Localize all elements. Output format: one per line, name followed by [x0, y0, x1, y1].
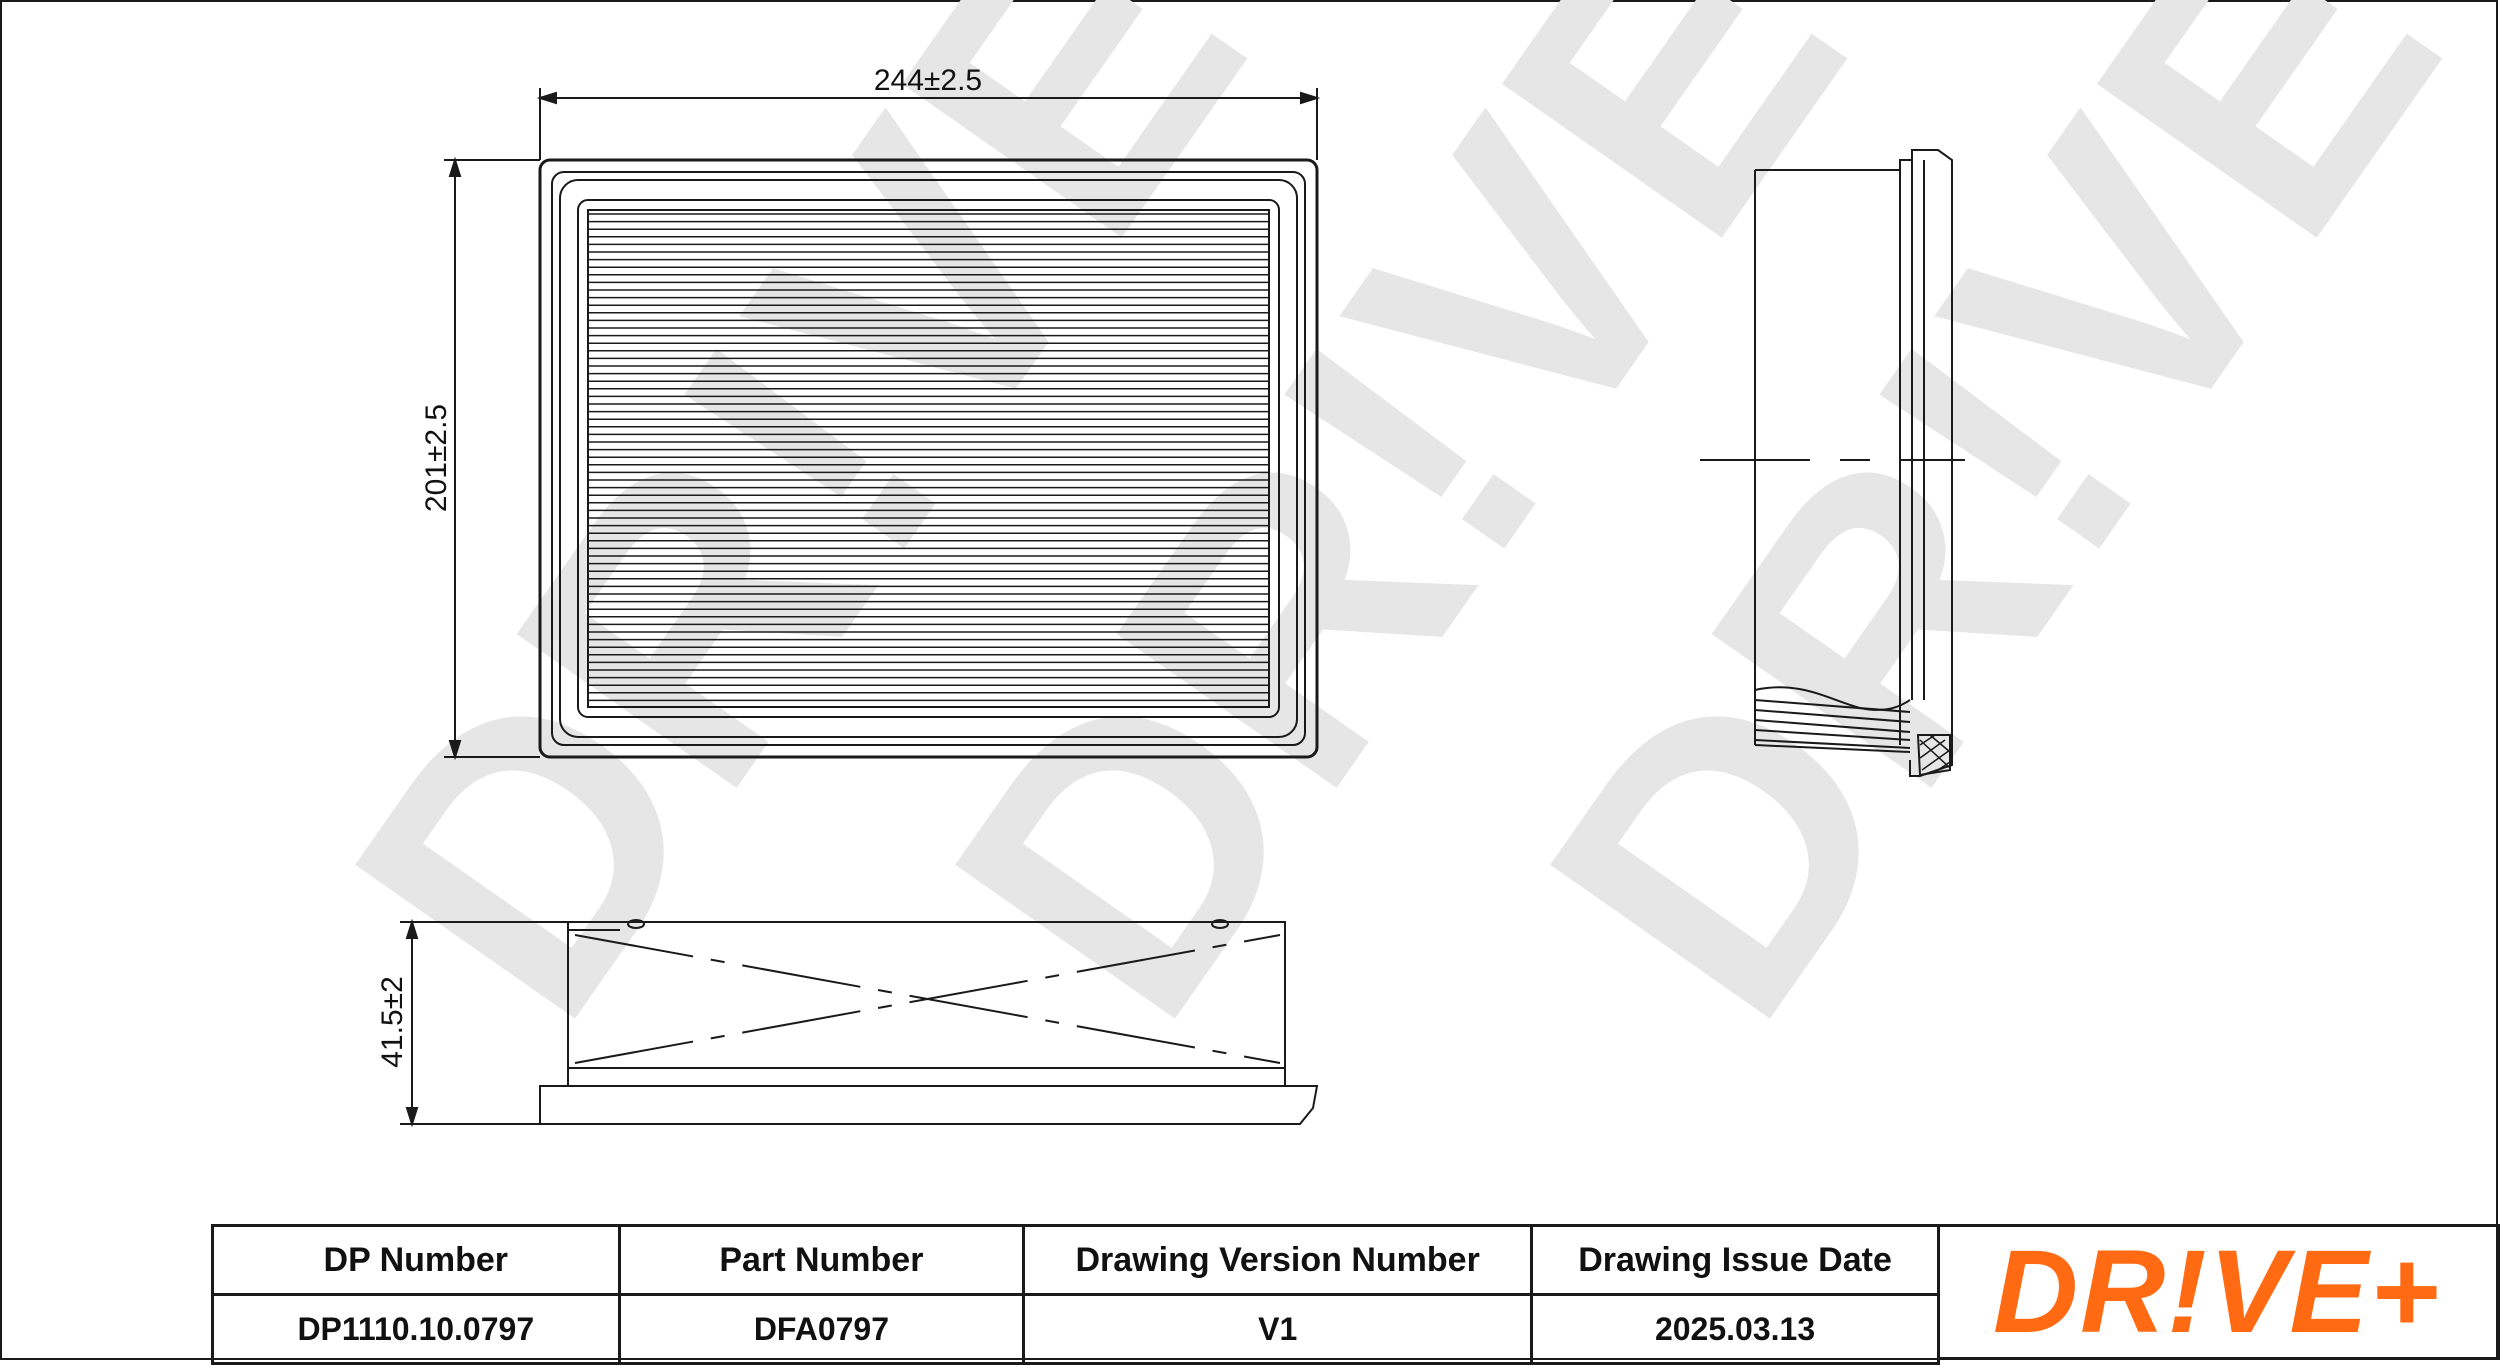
- front-view-seal: [559, 179, 1298, 738]
- header-part-number: Part Number: [617, 1224, 1026, 1296]
- depth-dimension: 41.5±2: [376, 918, 568, 1128]
- section-view: [1700, 149, 1965, 777]
- header-dp-number: DP Number: [211, 1224, 621, 1296]
- value-part-number: DFA0797: [617, 1293, 1026, 1365]
- header-drawing-version-number: Drawing Version Number: [1022, 1224, 1534, 1296]
- side-view-clip-left: [627, 919, 645, 929]
- depth-arrow-top: [405, 918, 419, 939]
- title-block-table: DP Number Part Number Drawing Version Nu…: [211, 1224, 1940, 1365]
- filter-pleats: [588, 213, 1269, 702]
- front-view-inner-frame: [577, 199, 1280, 718]
- title-block-header-row: DP Number Part Number Drawing Version Nu…: [211, 1224, 1940, 1296]
- header-drawing-issue-date: Drawing Issue Date: [1530, 1224, 1940, 1296]
- section-media-curve: [1754, 686, 1911, 711]
- section-flange-outline: [1899, 149, 1953, 777]
- section-pleat-layers: [1754, 699, 1911, 753]
- width-arrow-left: [536, 91, 557, 105]
- height-arrow-bottom: [448, 740, 462, 761]
- height-dimension: 201±2.5: [420, 156, 540, 761]
- filter-media: [587, 209, 1270, 708]
- title-block: DP Number Part Number Drawing Version Nu…: [211, 1224, 2500, 1365]
- height-dimension-label: 201±2.5: [420, 404, 453, 512]
- front-view-rim: [551, 171, 1306, 746]
- title-block-value-row: DP1110.10.0797 DFA0797 V1 2025.03.13: [211, 1293, 1940, 1365]
- value-drawing-issue-date: 2025.03.13: [1530, 1293, 1940, 1365]
- side-view-base-flange: [539, 1085, 1319, 1125]
- watermark-group: DR!VE+ DR!VE+ DR!VE+: [271, 0, 2500, 1088]
- value-dp-number: DP1110.10.0797: [211, 1293, 621, 1365]
- depth-dimension-label: 41.5±2: [376, 976, 409, 1068]
- side-view-clip-right: [1211, 919, 1229, 929]
- depth-arrow-bottom: [405, 1107, 419, 1128]
- section-seal-profile: [1916, 734, 1951, 777]
- front-view-outer-frame: [538, 158, 1319, 759]
- logo-box: DR!VE+: [1937, 1224, 2500, 1360]
- brand-logo: DR!VE+: [1992, 1226, 2442, 1358]
- width-dimension: 244±2.5: [536, 64, 1321, 160]
- height-arrow-top: [448, 156, 462, 177]
- width-dimension-label: 244±2.5: [874, 64, 982, 97]
- front-view: [538, 158, 1319, 759]
- width-arrow-right: [1300, 91, 1321, 105]
- side-view-diagonal-b: [574, 934, 1281, 1064]
- section-seal-hatch: [1919, 734, 1951, 773]
- value-drawing-version-number: V1: [1022, 1293, 1534, 1365]
